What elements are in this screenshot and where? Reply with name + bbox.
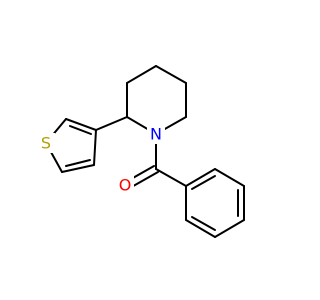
bond-benz-inner-c [191,216,216,231]
oxygen-label: O [119,176,132,195]
nitrogen-label: N [150,125,162,144]
bond-benz-inner-a [191,175,216,190]
bond-c4-c5 [155,65,187,84]
sulfur-label: S [41,134,51,153]
bond-benz-1-2 [185,168,216,187]
bond-c3-c4 [126,65,157,84]
bond-thienyl-c4-c5-inner [65,159,91,167]
molecule-structure: S N O [37,65,245,238]
atom-label-sulfur: S [37,133,55,153]
bond-thienyl-c2-c3 [65,118,97,131]
thiophene-ring [45,116,128,173]
bond-carbonyl-ipso [155,168,187,187]
atom-label-oxygen: O [116,175,134,195]
bond-c2-thienyl [95,116,128,131]
bond-thienyl-c2-c3-inner [69,125,92,135]
benzene-ring [155,168,245,238]
bond-benz-5-6 [185,219,216,238]
bond-benz-4-5 [214,219,245,238]
bond-thienyl-c4-c5 [61,164,95,173]
atom-label-nitrogen: N [147,124,165,144]
bond-benz-2-3 [214,168,245,187]
bond-thienyl-c3-c4 [93,129,97,166]
